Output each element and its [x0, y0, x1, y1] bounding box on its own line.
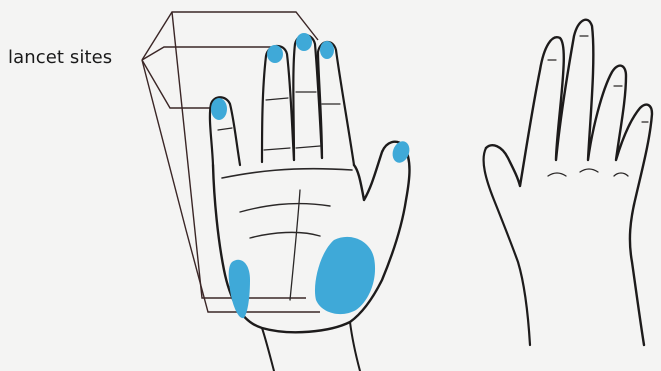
lancet-site-index	[211, 98, 227, 120]
wrist-outline	[262, 322, 360, 371]
leader-line-top	[142, 12, 318, 60]
back-hand	[484, 20, 652, 345]
lancet-site-palm-left	[229, 260, 250, 318]
lancet-site-ring	[296, 33, 312, 51]
palm-crease-vertical	[290, 190, 300, 300]
middle-finger-outline	[262, 46, 294, 162]
leader-line-middle	[142, 47, 278, 60]
back-hand-outline	[486, 20, 652, 345]
lancet-site-little	[320, 41, 334, 59]
palm-crease-upper	[222, 169, 352, 178]
palm-crease-lower	[250, 232, 320, 238]
lancet-site-palm-right	[315, 237, 375, 314]
palm-hand	[210, 33, 412, 371]
palm-crease-middle	[240, 204, 330, 212]
lancet-site-middle	[267, 45, 283, 63]
back-hand-thumb	[484, 148, 530, 345]
back-hand-knuckles	[548, 169, 628, 176]
